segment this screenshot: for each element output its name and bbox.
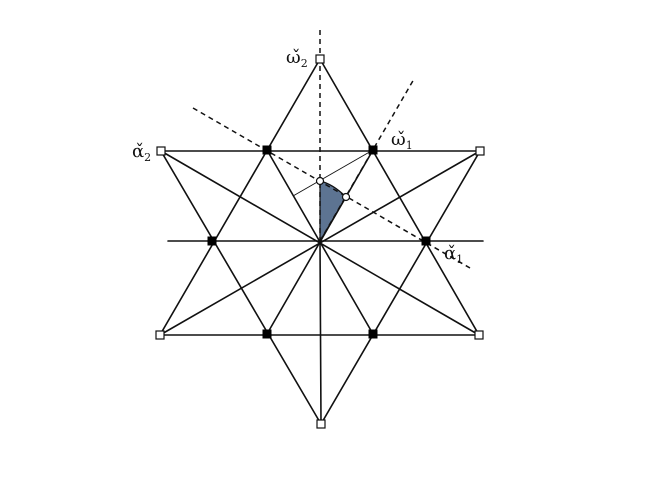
center-lines [159,149,484,425]
label-omega1: ω̌1 [391,129,413,152]
filled-square-vertices [207,145,431,339]
vertex-inner-top-left [262,145,272,155]
vertex-omega2 [315,54,325,64]
dashed-omega1-ray [319,78,415,242]
chamber-vertex-top [315,176,325,186]
vertex-inner-bottom-left [262,329,272,339]
chamber-vertex-right [341,192,351,202]
fundamental-chamber [319,180,347,244]
dashed-lines [192,30,471,269]
labels: ω̌2 ω̌1 α̌2 α̌1 [132,47,463,266]
label-omega2: ω̌2 [286,47,308,70]
vertex-inner-left [207,236,217,246]
vertex-omega1 [368,145,378,155]
label-alpha2: α̌2 [132,141,151,164]
vertex-alpha1 [421,236,431,246]
chamber-vertices [315,176,351,202]
vertex-bottom [316,419,326,429]
vertex-bottom-right [474,330,484,340]
vertex-inner-bottom-right [368,329,378,339]
vertex-bottom-left [155,330,165,340]
thin-chord [292,149,374,197]
label-alpha1: α̌1 [444,243,463,266]
vertex-top-right [475,146,485,156]
open-square-vertices [155,54,485,429]
vertical-lower-line [319,240,322,425]
vertex-alpha2 [156,146,166,156]
